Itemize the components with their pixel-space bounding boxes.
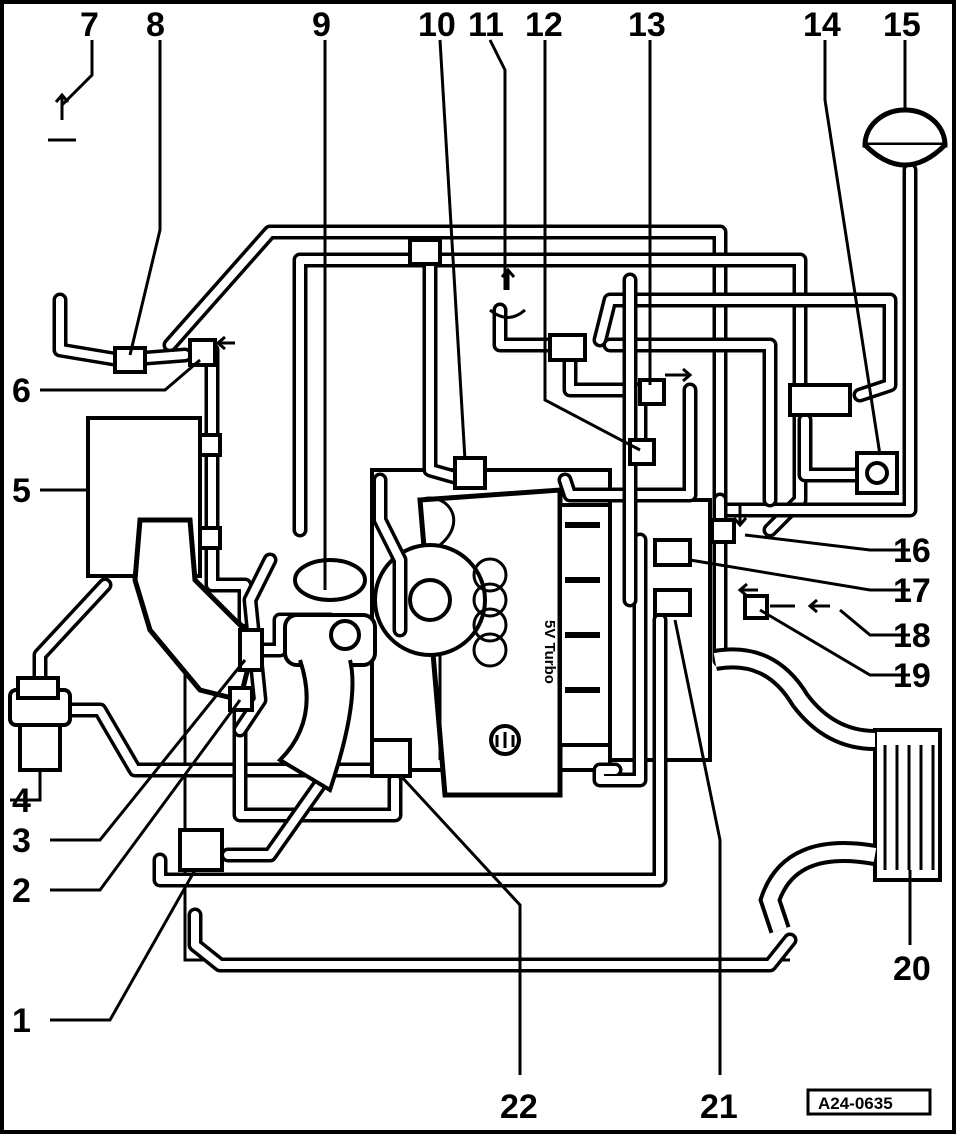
callout-5: 5 xyxy=(12,472,31,510)
valve-11 xyxy=(548,333,587,362)
callout-3: 3 xyxy=(12,822,31,860)
valve-6 xyxy=(188,338,217,367)
flow-arrow-19 xyxy=(737,582,758,598)
vacuum-reservoir-ball xyxy=(862,107,948,168)
callout-8: 8 xyxy=(146,6,165,44)
clip-5b xyxy=(198,526,222,550)
callout-10: 10 xyxy=(418,6,456,44)
flow-arrow-16 xyxy=(732,505,748,528)
t-fitting-top xyxy=(408,238,442,266)
valve-12 xyxy=(628,438,656,466)
callout-16: 16 xyxy=(893,532,931,570)
callout-17: 17 xyxy=(893,572,931,610)
callout-14: 14 xyxy=(803,6,841,44)
callout-6: 6 xyxy=(12,372,31,410)
hose-end-11 xyxy=(489,308,526,319)
callout-2: 2 xyxy=(12,872,31,910)
solenoid-4 xyxy=(8,688,72,772)
valve-10 xyxy=(453,456,487,490)
turbocharger xyxy=(276,558,377,793)
reference-code: A24-0635 xyxy=(818,1094,893,1113)
fitting-16 xyxy=(710,518,736,544)
flow-arrow-13 xyxy=(665,367,693,383)
valve-21 xyxy=(653,588,692,617)
callout-11: 11 xyxy=(468,6,504,44)
valve-14 xyxy=(855,451,899,495)
valve-22 xyxy=(370,738,412,778)
reference-code-box: A24-0635 xyxy=(806,1088,932,1116)
valve-1 xyxy=(178,828,224,872)
valve-13 xyxy=(638,378,666,406)
callout-22: 22 xyxy=(500,1088,538,1126)
connector-4 xyxy=(16,676,60,700)
callout-9: 9 xyxy=(312,6,331,44)
four-rings-logo xyxy=(472,557,508,668)
leader-lines xyxy=(10,39,912,1075)
engine-badge: 5V Turbo xyxy=(541,620,558,684)
callout-labels: 7 8 9 10 11 12 13 14 15 6 5 4 3 2 1 16 1… xyxy=(12,6,931,1126)
clip-5a xyxy=(198,433,222,457)
callout-18: 18 xyxy=(893,617,931,655)
callout-1: 1 xyxy=(12,1002,31,1040)
callout-19: 19 xyxy=(893,657,931,695)
flow-arrow-6 xyxy=(215,335,235,351)
valve-17 xyxy=(653,538,692,567)
callout-13: 13 xyxy=(628,6,666,44)
callout-20: 20 xyxy=(893,950,931,988)
callout-21: 21 xyxy=(700,1088,738,1126)
callout-4: 4 xyxy=(12,782,31,820)
callout-15: 15 xyxy=(883,6,921,44)
check-valve-right xyxy=(788,383,852,417)
flow-arrow-18 xyxy=(807,598,830,614)
fitting-19 xyxy=(743,594,769,620)
valve-3 xyxy=(238,628,264,672)
callout-12: 12 xyxy=(525,6,563,44)
intercooler-20 xyxy=(713,647,942,934)
callout-7: 7 xyxy=(80,6,99,44)
